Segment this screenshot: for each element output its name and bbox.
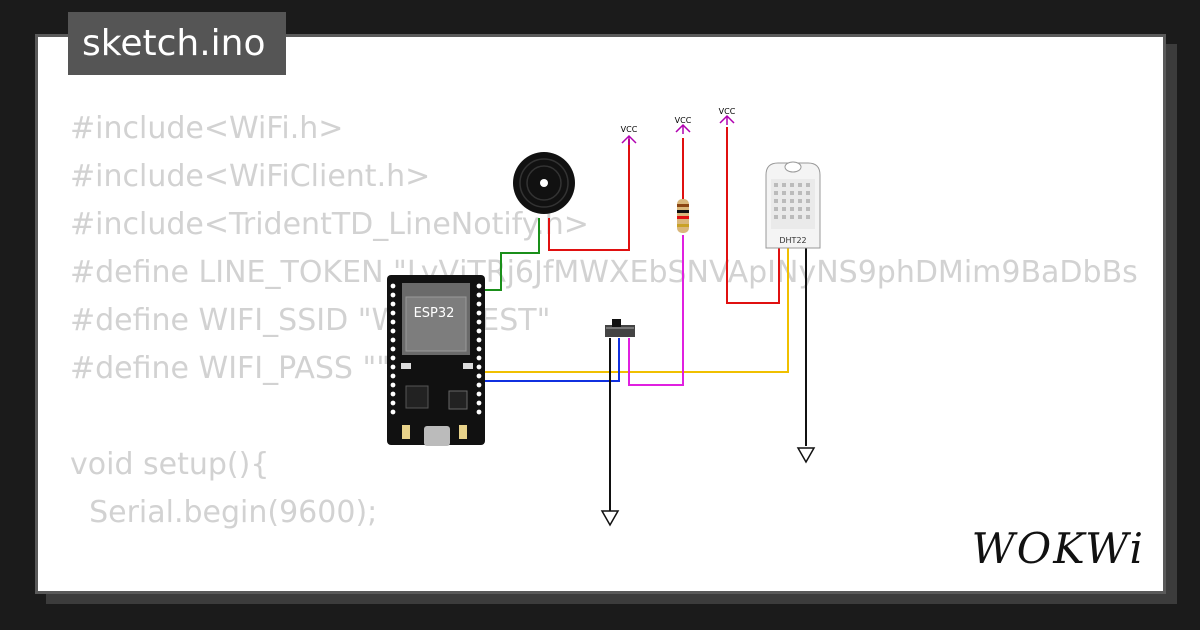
code-background: #include<WiFi.h> #include<WiFiClient.h> #i… — [70, 105, 1138, 591]
esp32-board[interactable]: ESP32 — [387, 275, 485, 446]
resistor-switch-wire — [628, 235, 684, 386]
buzzer-signal-wire — [481, 218, 540, 291]
code-line: #include<WiFiClient.h> — [70, 159, 431, 194]
esp32-label: ESP32 — [414, 306, 455, 321]
file-tab[interactable]: sketch.ino — [68, 12, 286, 75]
vcc-label: VCC — [719, 107, 736, 116]
buzzer[interactable] — [513, 152, 575, 214]
wokwi-logo: WOKWi — [971, 524, 1145, 573]
switch-signal-wire — [481, 338, 620, 382]
resistor[interactable] — [677, 199, 689, 233]
circuit-diagram: VCC VCC VCC — [387, 107, 821, 527]
code-line: #include<WiFi.h> — [70, 111, 344, 146]
code-line: #define WIFI_PASS "" — [70, 351, 391, 386]
dht-data-wire — [481, 248, 789, 373]
vcc-symbol: VCC — [621, 125, 638, 145]
code-line: #define LINE_TOKEN "LyVjTRj6JfMWXEbSNVAp… — [70, 255, 1138, 290]
buzzer-vcc-wire — [548, 139, 630, 251]
dht22-label: DHT22 — [779, 236, 806, 245]
slide-switch[interactable] — [605, 319, 635, 337]
vcc-symbol: VCC — [675, 116, 692, 134]
code-line: Serial.begin(9600); — [70, 495, 378, 530]
code-line: void setup(){ — [70, 447, 270, 482]
vcc-symbol: VCC — [719, 107, 736, 125]
dht-vcc-wire — [726, 127, 780, 304]
code-line: #include<TridentTD_LineNotify.h> — [70, 207, 589, 242]
vcc-label: VCC — [621, 125, 638, 134]
dht22-sensor[interactable]: DHT22 — [765, 161, 821, 249]
vcc-label: VCC — [675, 116, 692, 125]
preview-card: #include<WiFi.h> #include<WiFiClient.h> #i… — [35, 34, 1166, 594]
ground-icon — [796, 447, 816, 464]
ground-icon — [600, 510, 620, 527]
